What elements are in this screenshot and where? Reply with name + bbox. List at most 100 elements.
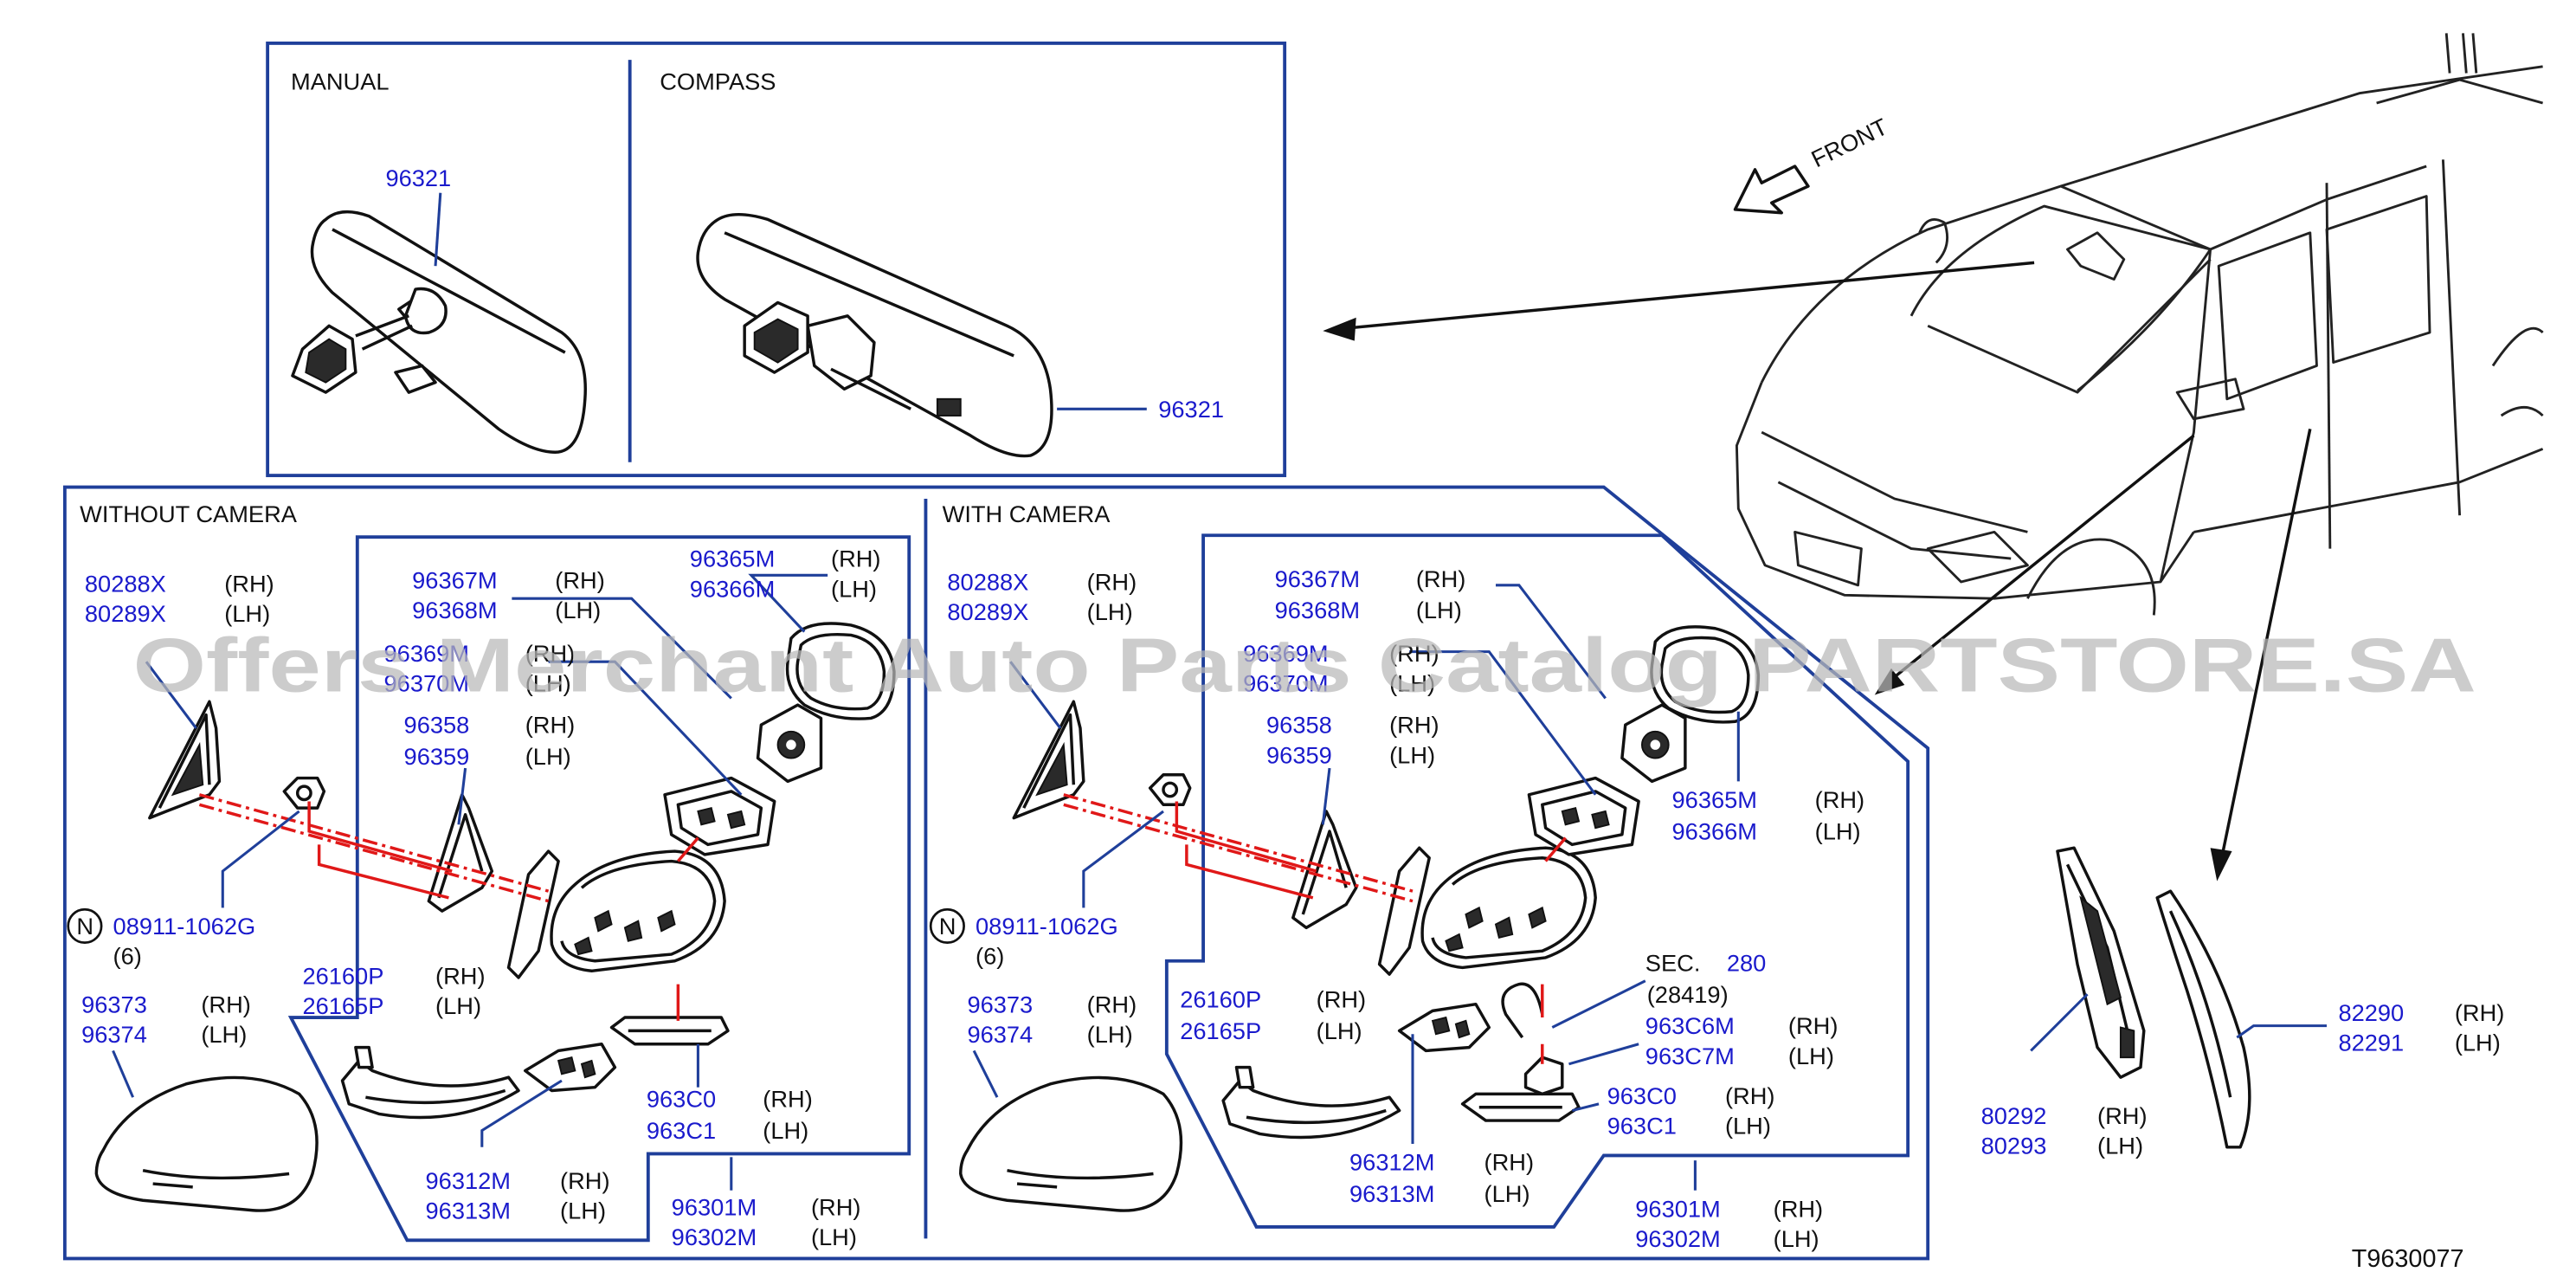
svg-text:(LH): (LH) — [224, 600, 270, 627]
right-actuator — [1527, 776, 1640, 856]
right-finisher-lh: 963C1 — [1607, 1112, 1677, 1139]
right-nut-qty: (6) — [976, 943, 1004, 970]
right-camera-rh: 963C6M — [1645, 1012, 1735, 1039]
right-section-sub: (28419) — [1647, 981, 1729, 1008]
svg-text:(LH): (LH) — [1317, 1017, 1362, 1044]
watermark-text: Offers Merchant Auto Parts Catalog PARTS… — [133, 623, 2476, 708]
door-inner-lh: 80293 — [1981, 1132, 2047, 1159]
svg-text:(RH): (RH) — [1774, 1195, 1824, 1222]
right-cover-lh: 96374 — [967, 1021, 1033, 1048]
svg-text:(RH): (RH) — [811, 1194, 861, 1221]
svg-text:(RH): (RH) — [560, 1167, 610, 1194]
right-finisher — [1460, 1092, 1581, 1122]
svg-text:(RH): (RH) — [2455, 999, 2505, 1026]
right-glass-lh: 96366M — [1672, 818, 1757, 845]
left-glass-lh: 96366M — [690, 575, 775, 602]
svg-text:N: N — [939, 913, 956, 940]
compass-mirror-drawing — [696, 212, 1053, 458]
front-label: FRONT — [1807, 113, 1892, 172]
svg-text:(RH): (RH) — [435, 963, 486, 990]
left-corner-rh: 80288X — [85, 571, 166, 597]
left-actuator-lh: 96368M — [412, 597, 497, 623]
left-holder — [756, 703, 823, 784]
right-glass-rh: 96365M — [1672, 786, 1757, 813]
left-actuator — [663, 776, 776, 856]
right-basecover-rh: 96312M — [1349, 1149, 1434, 1176]
left-nut-qty: (6) — [113, 943, 142, 970]
svg-text:(RH): (RH) — [1317, 986, 1367, 1013]
left-finisher-lh: 963C1 — [647, 1117, 716, 1144]
compass-part-number: 96321 — [1158, 396, 1224, 423]
svg-text:(LH): (LH) — [1416, 597, 1462, 623]
left-corner-cover — [148, 700, 222, 820]
right-corner-rh: 80288X — [947, 569, 1028, 596]
svg-text:(RH): (RH) — [1087, 991, 1137, 1017]
svg-text:(RH): (RH) — [1389, 712, 1439, 739]
left-mirror-assy — [506, 849, 726, 979]
svg-text:(LH): (LH) — [525, 670, 571, 697]
svg-text:(LH): (LH) — [1788, 1043, 1834, 1069]
right-lamp-lh: 26165P — [1180, 1017, 1261, 1044]
svg-text:(LH): (LH) — [435, 992, 481, 1019]
manual-part-number: 96321 — [385, 165, 451, 191]
right-assy-frame — [1164, 533, 1910, 1229]
left-nut-code: 08911-1062G — [113, 913, 256, 940]
right-basecover-lh: 96313M — [1349, 1180, 1434, 1207]
diagram-code: T9630077 — [2352, 1245, 2464, 1273]
door-outer-lh: 82291 — [2338, 1029, 2404, 1056]
svg-text:(RH): (RH) — [525, 712, 576, 739]
svg-text:(RH): (RH) — [1725, 1082, 1775, 1109]
svg-text:(LH): (LH) — [1484, 1180, 1530, 1207]
left-heading: WITHOUT CAMERA — [80, 500, 298, 527]
svg-text:(RH): (RH) — [1788, 1012, 1839, 1039]
svg-text:(RH): (RH) — [201, 991, 251, 1017]
main-frame — [62, 485, 1930, 1261]
left-basecover-lh: 96313M — [426, 1197, 511, 1224]
left-nut-badge — [67, 907, 103, 944]
svg-text:(RH): (RH) — [763, 1086, 813, 1113]
svg-text:(LH): (LH) — [1389, 670, 1435, 697]
svg-text:(RH): (RH) — [224, 571, 274, 597]
left-nut — [282, 776, 326, 810]
door-corner-inner-drawing — [2056, 846, 2146, 1079]
left-lamp-rh: 26160P — [302, 963, 383, 990]
left-finisher — [609, 1016, 730, 1046]
svg-text:(LH): (LH) — [201, 1021, 247, 1048]
left-turn-lamp — [340, 1045, 520, 1120]
compass-heading: COMPASS — [660, 68, 776, 95]
right-red-lines — [1063, 793, 1567, 1064]
svg-text:(LH): (LH) — [560, 1197, 606, 1224]
left-corner-lh: 80289X — [85, 600, 166, 627]
left-cover-rh: 96373 — [81, 991, 147, 1017]
left-holder-lh: 96370M — [384, 670, 469, 697]
right-camera-harness — [1501, 982, 1544, 1039]
leader-door-inner — [2030, 993, 2089, 1052]
right-gasket-lh: 96359 — [1266, 741, 1332, 768]
svg-text:(LH): (LH) — [2455, 1029, 2501, 1056]
svg-text:(LH): (LH) — [555, 597, 601, 623]
left-assy-lh: 96302M — [672, 1224, 757, 1250]
svg-text:(LH): (LH) — [763, 1117, 808, 1144]
left-red-lines — [198, 793, 699, 1021]
right-gasket-rh: 96358 — [1266, 712, 1332, 739]
left-leaders — [112, 573, 828, 1191]
right-nut-badge — [929, 907, 965, 944]
svg-text:(RH): (RH) — [1815, 786, 1865, 813]
right-mirror-cover — [959, 1075, 1183, 1212]
right-actuator-rh: 96367M — [1275, 565, 1360, 592]
left-holder-rh: 96369M — [384, 640, 469, 667]
right-finisher-rh: 963C0 — [1607, 1082, 1677, 1109]
right-holder — [1620, 703, 1687, 784]
svg-text:(RH): (RH) — [525, 640, 576, 667]
svg-text:(RH): (RH) — [1389, 640, 1439, 667]
manual-heading: MANUAL — [291, 68, 390, 95]
left-lamp-lh: 26165P — [302, 992, 383, 1019]
manual-mirror-drawing — [291, 210, 587, 454]
front-arrow — [1733, 165, 1810, 215]
right-cover-rh: 96373 — [967, 991, 1033, 1017]
right-nut-code: 08911-1062G — [976, 913, 1118, 940]
left-assy-frame — [287, 535, 911, 1243]
svg-text:(RH): (RH) — [2097, 1102, 2148, 1129]
left-assy-rh: 96301M — [672, 1194, 757, 1221]
right-heading: WITH CAMERA — [943, 500, 1111, 527]
